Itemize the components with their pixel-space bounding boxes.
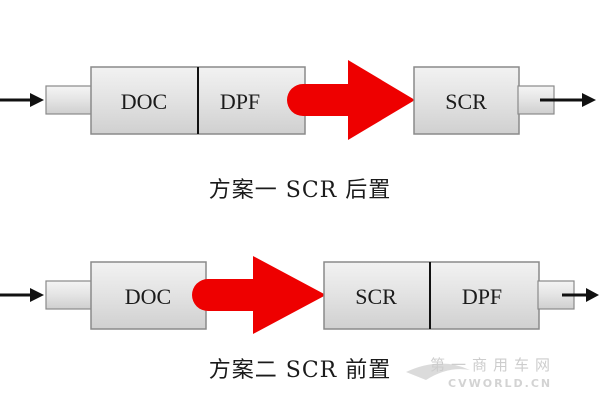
scheme2-caption: 方案二 SCR 前置 — [208, 358, 392, 383]
watermark-swoosh-icon — [406, 363, 470, 380]
inlet-arrow — [0, 288, 44, 302]
inlet-pipe — [45, 280, 93, 310]
outlet-arrow — [540, 93, 596, 107]
doc-canister — [90, 261, 207, 330]
inlet-pipe — [45, 85, 93, 115]
dpf-module-label: DPF — [220, 89, 260, 114]
flow-arrow-red — [287, 60, 415, 140]
cvworld-watermark: 第一商用车网 CVWORLD.CN — [406, 356, 556, 390]
dpf-module-label: DPF — [462, 284, 502, 309]
scheme2-diagram: DOC SCR DPF — [0, 256, 599, 334]
scheme1-caption: 方案一 SCR 后置 — [208, 178, 392, 203]
outlet-arrow — [562, 288, 599, 302]
inlet-arrow — [0, 93, 44, 107]
watermark-en: CVWORLD.CN — [448, 377, 552, 390]
flow-arrow-red — [192, 256, 326, 334]
scr-module-label: SCR — [355, 284, 397, 309]
doc-module-label: DOC — [125, 284, 171, 309]
watermark-cn: 第一商用车网 — [430, 356, 556, 374]
scr-dpf-canister — [323, 261, 540, 330]
scr-module-label: SCR — [445, 89, 487, 114]
scheme1-diagram: DOC DPF SCR — [0, 60, 596, 140]
doc-module-label: DOC — [121, 89, 167, 114]
